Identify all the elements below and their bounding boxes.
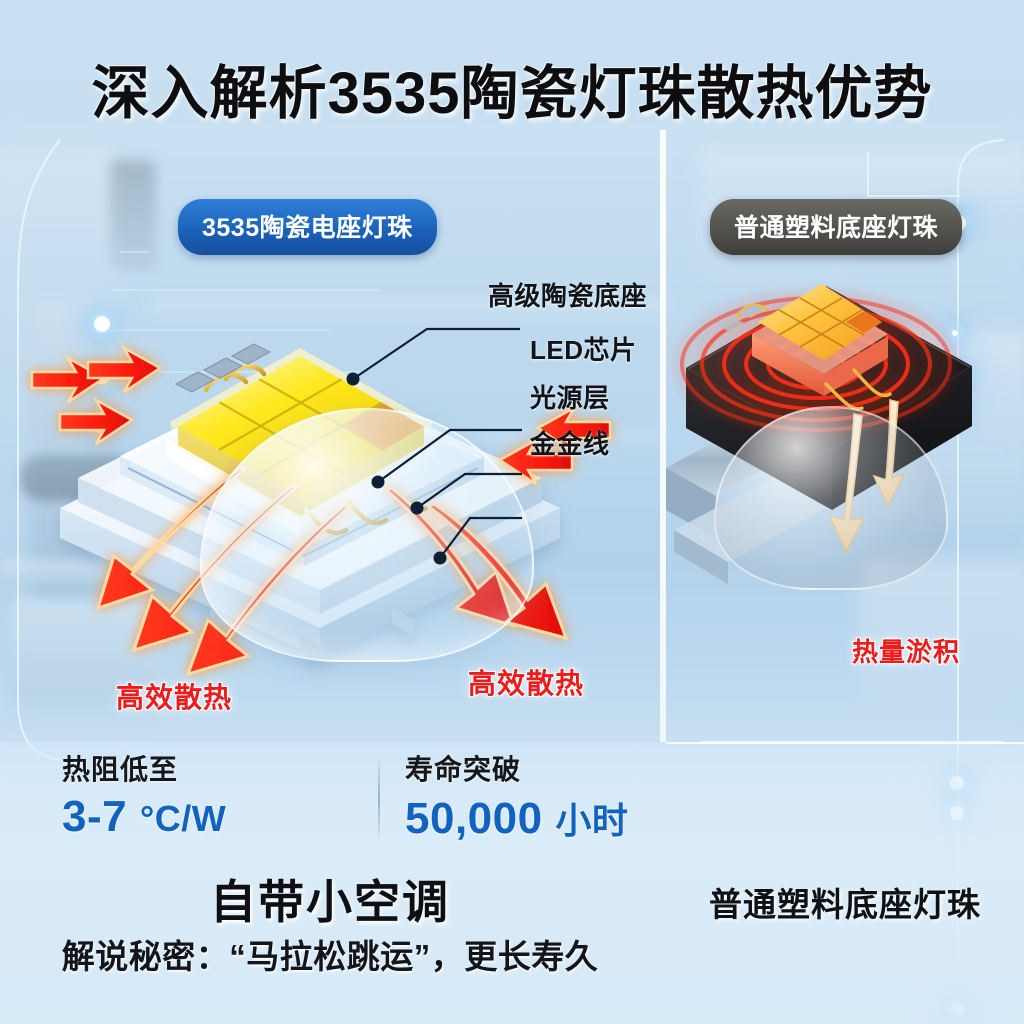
stat-number: 3-7 [62, 792, 128, 841]
leader-dot-2 [371, 475, 385, 489]
footer-subline: 解说秘密：“马拉松跳运”，更长寿久 [61, 938, 599, 975]
stat-unit: °C/W [139, 798, 227, 839]
hot-chip-stack [752, 284, 888, 396]
right-bottom-rule [666, 742, 1024, 744]
callout-leaders [346, 327, 522, 565]
panel-divider [660, 130, 666, 742]
panel-plastic-led [666, 138, 1024, 738]
callout-label-ceramic-base: 高级陶瓷底座 [488, 281, 648, 311]
stats-row: 热阻低至 3-7 °C/W 寿命突破 50,000 小时 [0, 748, 660, 854]
stat-value: 3-7 °C/W [62, 792, 226, 842]
panel-ceramic-led [0, 138, 660, 738]
stat-lifetime: 寿命突破 50,000 小时 [405, 748, 628, 844]
silicone-dome-left [200, 408, 534, 662]
badge-plastic[interactable]: 普通塑料底座灯珠 [710, 199, 963, 255]
plastic-led-assembly [686, 406, 1016, 726]
stat-caption: 热阻低至 [62, 754, 179, 785]
ceramic-led-assembly [120, 408, 580, 738]
stat-caption: 寿命突破 [405, 754, 522, 785]
right-panel-caption: 普通塑料底座灯珠 [709, 886, 981, 923]
heat-label-left-1: 高效散热 [116, 682, 233, 713]
leader-dot-1 [346, 372, 360, 386]
badge-ceramic[interactable]: 3535陶瓷电座灯珠 [178, 199, 437, 255]
bg-shelf-one [150, 300, 670, 312]
callout-label-led-chip: LED芯片 [530, 335, 637, 365]
stats-separator [378, 756, 380, 842]
callout-label-light-layer: 光源层 [530, 383, 610, 413]
silicone-dome-right [714, 406, 948, 590]
stat-thermal-resistance: 热阻低至 3-7 °C/W [62, 748, 226, 842]
stat-unit: 小时 [555, 800, 629, 841]
electrode-pads [174, 343, 272, 393]
heat-label-left-2: 高效散热 [468, 668, 585, 699]
stat-value: 50,000 小时 [405, 792, 628, 844]
stat-number: 50,000 [405, 794, 543, 843]
callout-label-gold-wire: 金金线 [530, 429, 610, 459]
footer-headline: 自带小空调 [210, 876, 450, 928]
bottom-section [0, 742, 1024, 1024]
page-title: 深入解析3535陶瓷灯珠散热优势 [91, 61, 933, 126]
plastic-electrodes [718, 304, 766, 332]
heat-label-right: 热量淤积 [852, 637, 961, 667]
leader-dot-4 [433, 551, 447, 565]
leader-dot-3 [410, 501, 424, 515]
